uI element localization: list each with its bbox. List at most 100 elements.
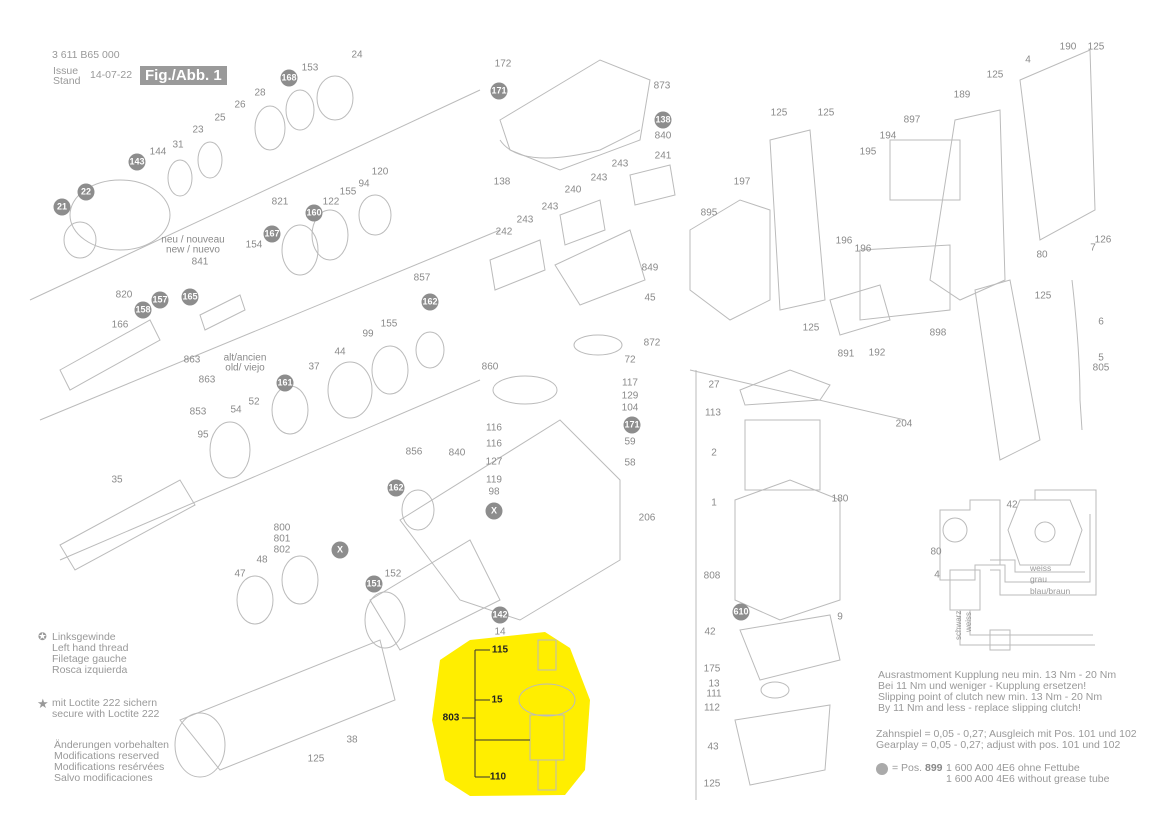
part-label: 58 [624,457,636,469]
part-label: 161 [276,374,294,392]
part-label: 1 [711,497,717,509]
part-label: 820 [115,289,133,301]
legend-loctite-1: secure with Loctite 222 [52,708,160,720]
part-label: 80 [1036,249,1048,261]
clutch-note-2: Slipping point of clutch new min. 13 Nm … [878,691,1103,703]
part-label: 125 [817,107,835,119]
wire-grau: grau [1030,574,1048,584]
part-label: 126 [1094,234,1112,246]
part-label: 857 [413,272,431,284]
part-label: 856 [405,446,423,458]
part-label: 144 [149,146,167,158]
part-label: 800 [273,522,291,534]
part-label: 4 [1025,54,1031,66]
part-label: X [331,541,349,559]
part-label: X [485,502,503,520]
wire-weiss: weiss [1030,563,1052,573]
part-label: 243 [541,201,559,213]
part-label: 171 [490,82,508,100]
part-label: 99 [362,328,374,340]
part-label: 151 [365,575,383,593]
legend-loctite-0: mit Loctite 222 sichern [52,697,158,709]
gearplay-note-0: Zahnspiel = 0,05 - 0,27; Ausgleich mit P… [876,728,1137,740]
legend-left-thread-0: Linksgewinde [52,631,116,643]
part-label: 115 [491,644,509,656]
part-label: 891 [837,348,855,360]
part-label: 153 [301,62,319,74]
part-label: 241 [654,150,672,162]
part-label: 853 [189,406,207,418]
clutch-note-3: By 11 Nm and less - replace slipping clu… [878,702,1081,714]
figure-badge: Fig./Abb. 1 [140,66,227,85]
part-label: 206 [638,512,656,524]
part-label: 160 [305,204,323,222]
wire-weiss-vertical: weiss [964,611,973,632]
part-label: neu / nouveau [161,234,225,246]
part-label: 840 [654,130,672,142]
part-label: 194 [879,130,897,142]
grease-note-0: 1 600 A00 4E6 ohne Fettube [946,762,1080,774]
wire-schwarz: schwarz [954,610,963,640]
part-label: 821 [271,196,289,208]
grease-dot-icon [876,763,888,775]
part-label: 45 [644,292,656,304]
part-label: 805 [1092,362,1110,374]
part-label: 23 [192,124,204,136]
part-label: 152 [384,568,402,580]
part-label: 125 [986,69,1004,81]
stand-label: Stand [53,75,81,87]
part-label: 168 [280,69,298,87]
part-label: 243 [590,172,608,184]
part-label: 243 [516,214,534,226]
part-label: 24 [351,49,363,61]
part-label: 180 [831,493,849,505]
part-label: 171 [623,416,641,434]
wiring-label-80: 80 [930,546,942,558]
part-label: 872 [643,337,661,349]
part-label: 54 [230,404,242,416]
wiring-label-4: 4 [934,569,940,581]
part-label: 873 [653,80,671,92]
grease-note-1: 1 600 A00 4E6 without grease tube [946,773,1110,785]
issue-date: 14-07-22 [90,69,133,81]
part-label: 897 [903,114,921,126]
part-label: 37 [308,361,320,373]
part-label: 6 [1098,316,1104,328]
part-label: 48 [256,554,268,566]
part-label: 72 [624,354,636,366]
clutch-note-1: Bei 11 Nm und weniger - Kupplung ersetze… [878,680,1087,692]
star-icon: ★ [37,696,49,711]
part-label: 14 [494,626,506,638]
grease-pos: 899 [925,762,943,774]
part-label: 167 [263,225,281,243]
part-label: 104 [621,402,639,414]
wiring-label-42: 42 [1006,499,1018,511]
part-label: 95 [197,429,209,441]
part-label: 610 [732,603,750,621]
part-label: 155 [339,186,357,198]
part-label: 801 [273,533,291,545]
part-label: 94 [358,178,370,190]
part-label: 125 [703,778,721,790]
part-label: 27 [708,379,720,391]
part-label: 895 [700,207,718,219]
part-label: 31 [172,139,184,151]
part-label: 9 [837,611,843,623]
part-label: 113 [705,407,721,419]
part-label: old/ viejo [225,362,265,374]
part-label: alt/ancien [223,352,267,364]
part-label: 129 [621,390,639,402]
part-label: 47 [234,568,246,580]
part-label: 196 [835,235,853,247]
part-label: 125 [307,753,325,765]
part-label: 204 [895,418,913,430]
grease-prefix: = Pos. [892,762,923,774]
part-label: 196 [854,243,872,255]
part-label: 2 [711,447,717,459]
part-label: 898 [929,327,947,339]
doc-number: 3 611 B65 000 [52,49,120,61]
part-label: 22 [77,183,95,201]
part-label: 155 [380,318,398,330]
issue-label: Issue [53,65,79,77]
